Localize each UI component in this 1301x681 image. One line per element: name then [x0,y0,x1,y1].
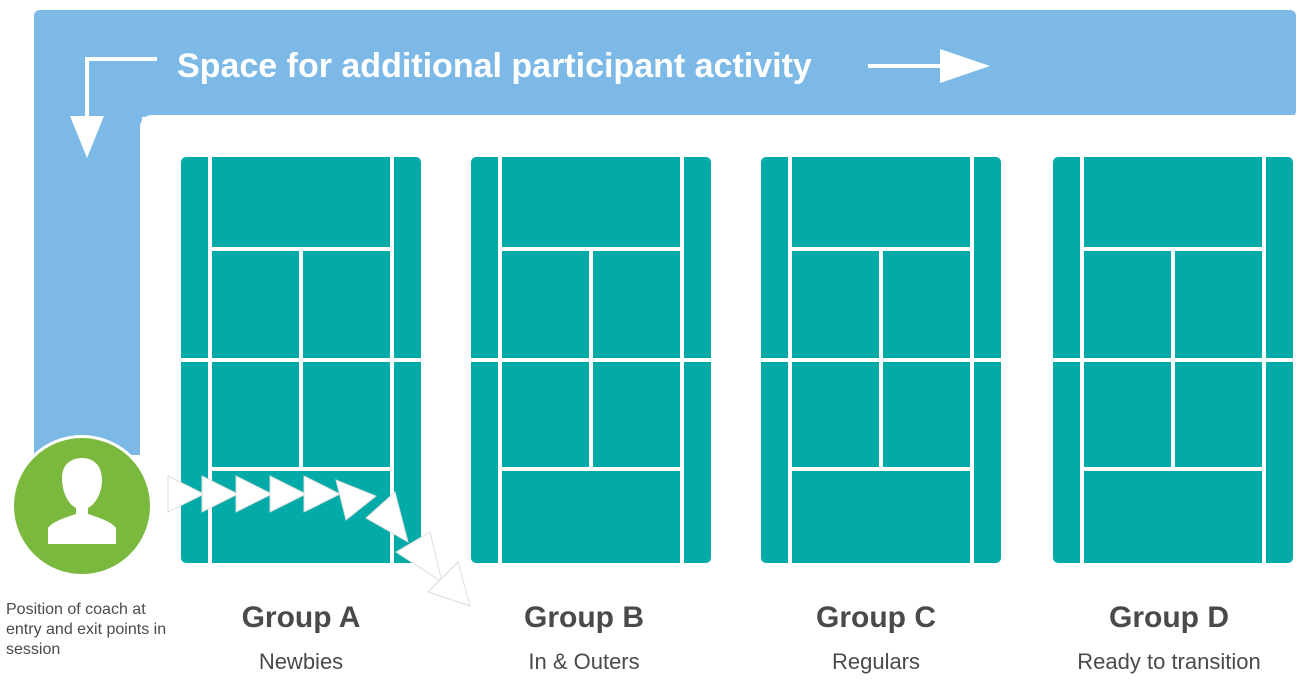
court-group-c [761,157,1001,563]
court-lines [471,157,711,563]
down-arrow-icon [70,57,157,158]
path-arrow-icon [427,561,471,607]
path-arrow-icon [201,475,240,513]
group-d-subtitle: Ready to transition [1077,649,1261,674]
path-arrow-icon [303,475,342,513]
group-c-title: Group C [816,601,936,634]
coach-caption: Position of coach at entry and exit poin… [6,601,167,658]
group-b-subtitle: In & Outers [528,649,640,674]
court-lines [1053,157,1293,563]
path-arrow-icon [335,479,377,521]
court-group-b [471,157,711,563]
coach-avatar [11,435,153,577]
banner-label: Space for additional participant activit… [177,47,812,85]
path-arrow-icon [167,475,206,513]
group-c-subtitle: Regulars [831,649,921,674]
person-icon [48,458,116,544]
path-arrow-icon [365,491,409,544]
group-a-title: Group A [241,601,361,634]
path-arrow-icon [269,475,308,513]
path-arrow-icon [395,531,443,584]
path-arrow-icon [235,475,274,513]
group-d-title: Group D [1109,601,1229,634]
activity-band-top [34,10,1296,117]
right-arrow-icon [868,49,990,83]
group-b-title: Group B [524,601,644,634]
court-lines [761,157,1001,563]
court-group-d [1053,157,1293,563]
group-a-subtitle: Newbies [258,649,344,674]
